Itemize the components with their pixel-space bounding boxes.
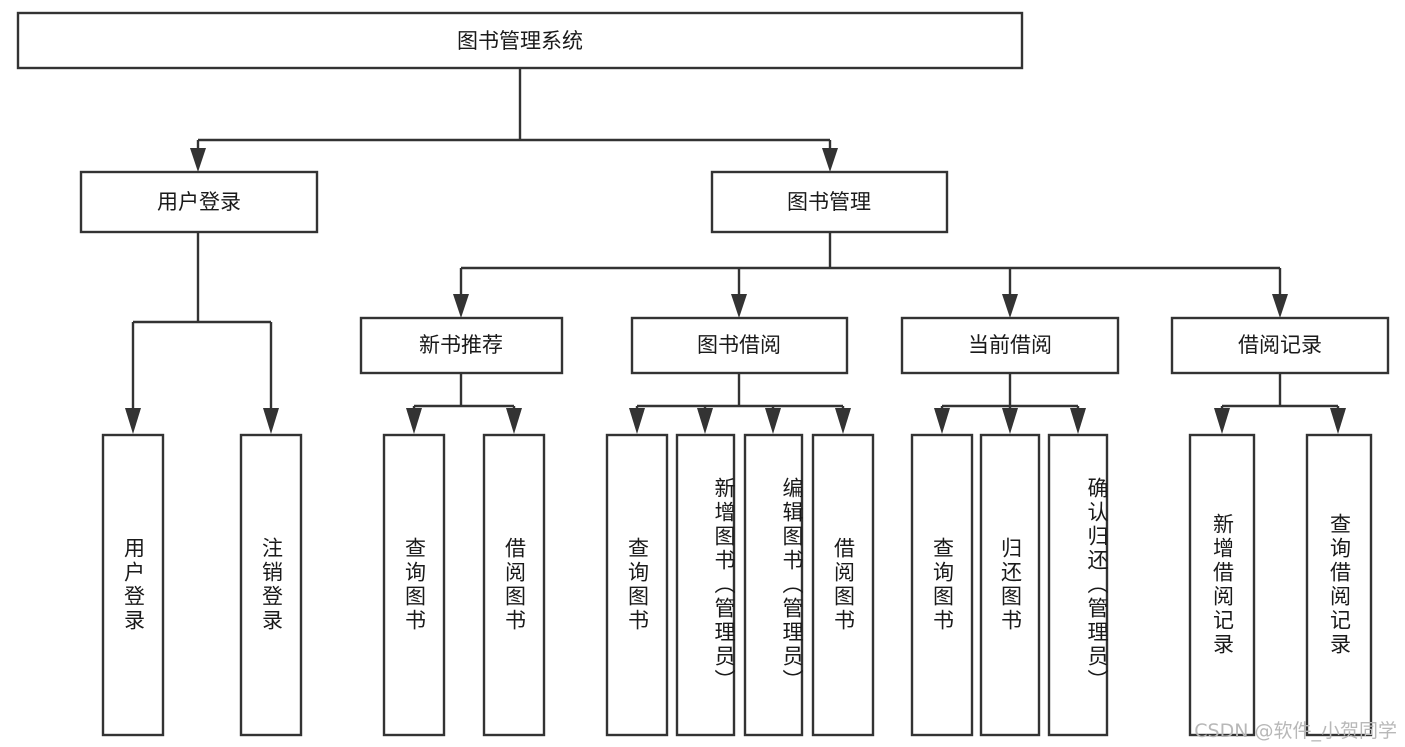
node-book-management-label: 图书管理 xyxy=(787,190,871,214)
arrow-head-book-borrow xyxy=(731,294,747,318)
arrow-head-new-book xyxy=(453,294,469,318)
arrow-head-current-borrow xyxy=(1002,294,1018,318)
node-book-borrow[interactable]: 图书借阅 xyxy=(630,316,849,375)
node-user-login-box[interactable] xyxy=(79,170,319,234)
leaf-box-current-query-book[interactable] xyxy=(910,433,974,737)
arrow-head-record-add xyxy=(1214,408,1230,434)
arrow-head-current-return xyxy=(1002,408,1018,434)
leaf-box-borrow-query-book[interactable] xyxy=(605,433,669,737)
node-current-borrow-box[interactable] xyxy=(900,316,1120,375)
node-book-management[interactable]: 图书管理 xyxy=(710,170,949,234)
node-user-login[interactable]: 用户登录 xyxy=(79,170,319,234)
leaf-box-confirm-return-admin[interactable] xyxy=(1047,433,1109,737)
arrow-head-borrow-record xyxy=(1272,294,1288,318)
node-borrow-record-label: 借阅记录 xyxy=(1238,333,1322,357)
node-new-book-recommend-box[interactable] xyxy=(359,316,564,375)
arrow-head-leaf-user-login xyxy=(125,408,141,434)
node-book-management-box[interactable] xyxy=(710,170,949,234)
arrow-head-borrow-lend xyxy=(835,408,851,434)
node-root-box[interactable] xyxy=(16,11,1024,70)
node-book-borrow-label: 图书借阅 xyxy=(697,333,781,357)
arrow-head-borrow-add xyxy=(697,408,713,434)
node-current-borrow-label: 当前借阅 xyxy=(968,333,1052,357)
node-root-label: 图书管理系统 xyxy=(457,29,583,53)
leaf-box-add-book-admin[interactable] xyxy=(675,433,736,737)
arrow-head-book-manage xyxy=(822,148,838,172)
node-book-borrow-box[interactable] xyxy=(630,316,849,375)
connector-layer xyxy=(125,68,1346,434)
node-root[interactable]: 图书管理系统 xyxy=(16,11,1024,70)
arrow-head-borrow-query xyxy=(629,408,645,434)
arrow-head-current-query xyxy=(934,408,950,434)
arrow-head-new-query xyxy=(406,408,422,434)
leaf-box-edit-book-admin[interactable] xyxy=(743,433,804,737)
leaf-box-lend-book[interactable] xyxy=(811,433,875,737)
node-borrow-record-box[interactable] xyxy=(1170,316,1390,375)
arrow-head-new-borrow xyxy=(506,408,522,434)
node-new-book-recommend[interactable]: 新书推荐 xyxy=(359,316,564,375)
node-user-login-label: 用户登录 xyxy=(157,190,241,214)
node-new-book-recommend-label: 新书推荐 xyxy=(419,333,503,357)
arrow-head-user-login xyxy=(190,148,206,172)
leaf-box-logout[interactable] xyxy=(239,433,303,737)
node-current-borrow[interactable]: 当前借阅 xyxy=(900,316,1120,375)
arrow-head-leaf-logout xyxy=(263,408,279,434)
leaf-box-add-borrow-record[interactable] xyxy=(1188,433,1256,737)
arrow-head-borrow-edit xyxy=(765,408,781,434)
node-borrow-record[interactable]: 借阅记录 xyxy=(1170,316,1390,375)
leaf-box-return-book[interactable] xyxy=(979,433,1041,737)
leaf-box-new-query-book[interactable] xyxy=(382,433,446,737)
arrow-head-record-query xyxy=(1330,408,1346,434)
csdn-watermark: CSDN @软件_小贺同学 xyxy=(1194,720,1397,742)
leaf-box-user-login[interactable] xyxy=(101,433,165,737)
leaf-box-query-borrow-record[interactable] xyxy=(1305,433,1373,737)
arrow-head-current-confirm xyxy=(1070,408,1086,434)
leaf-box-new-borrow-book[interactable] xyxy=(482,433,546,737)
